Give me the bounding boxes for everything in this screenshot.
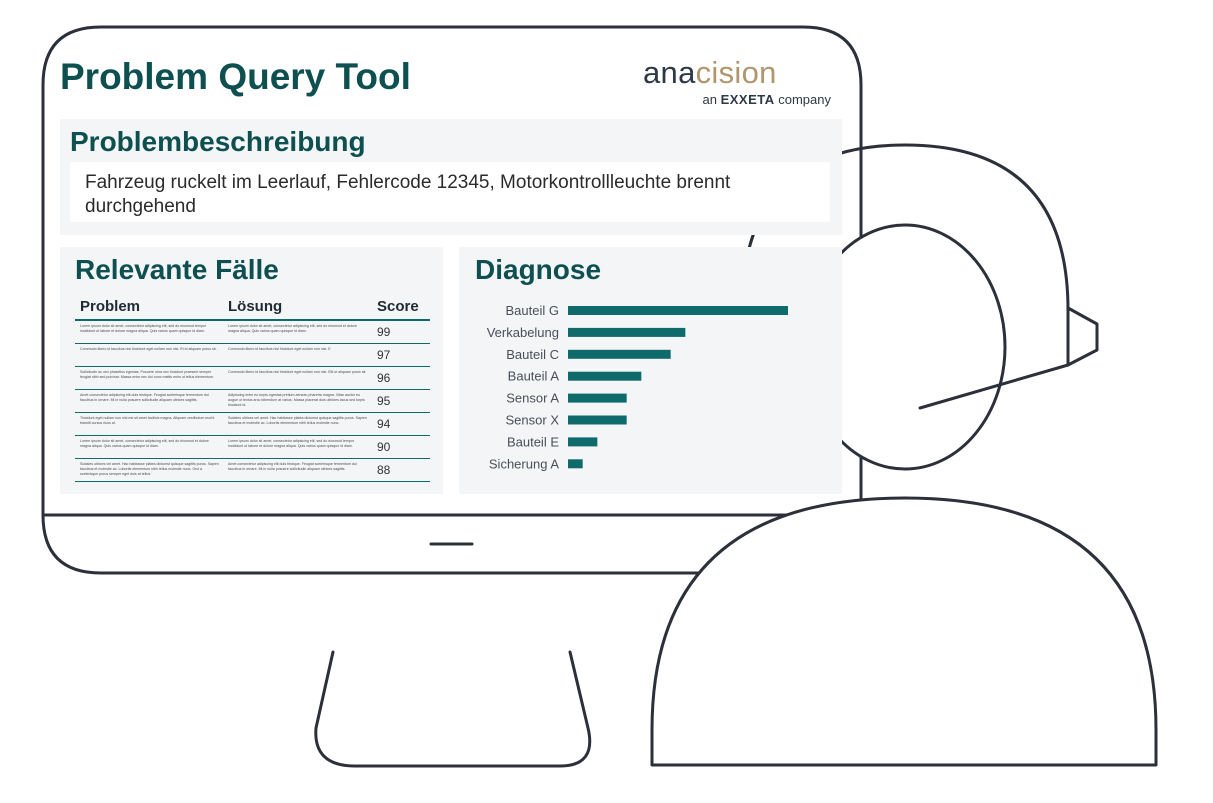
cases-heading: Relevante Fälle	[75, 254, 279, 285]
relevant-cases-panel: Relevante Fälle Problem Lösung Score Lor…	[60, 247, 443, 494]
problem-panel: Problembeschreibung Fahrzeug ruckelt im …	[60, 119, 842, 235]
column-header-solution[interactable]: Lösung	[228, 298, 283, 315]
bar-label-1: Verkabelung	[487, 325, 559, 340]
logo-tagline: an EXXETA company	[643, 92, 833, 107]
logo-accent-text: cision	[695, 55, 777, 90]
case-score: 88	[377, 463, 391, 477]
table-row[interactable]: Sodales ultrices vel amet. Hac habitasse…	[75, 459, 430, 482]
case-problem: Sodales ultrices vel amet. Hac habitasse…	[80, 462, 219, 476]
cases-table: Problem Lösung Score Lorem ipsum dolor s…	[75, 296, 430, 482]
case-problem: Lorem ipsum dolor sit amet, consectetur …	[80, 439, 209, 448]
column-header-score[interactable]: Score	[377, 298, 419, 315]
bar-3[interactable]	[568, 371, 642, 381]
case-solution: Lorem ipsum dolor sit amet, consectetur …	[228, 439, 355, 448]
table-row[interactable]: Sollicitudin ac orci phasellus egestas. …	[75, 367, 430, 390]
column-header-problem[interactable]: Problem	[80, 298, 141, 315]
problem-heading: Problembeschreibung	[70, 126, 366, 157]
bar-2[interactable]	[568, 349, 671, 359]
table-row[interactable]: Lorem ipsum dolor sit amet, consectetur …	[75, 436, 430, 459]
case-problem: Tincidunt eget nullam non nisi est sit a…	[80, 416, 215, 425]
bar-label-2: Bauteil C	[506, 347, 559, 362]
table-row[interactable]: Commodo libero id faucibus nisl tincidun…	[75, 344, 430, 367]
monitor-frame	[41, 25, 863, 517]
case-score: 95	[377, 394, 391, 408]
logo-sub-suffix: company	[778, 92, 831, 107]
case-problem: Amet consectetur adipiscing elit duis tr…	[80, 393, 209, 402]
bar-1[interactable]	[568, 327, 686, 337]
logo-sub-prefix: an	[702, 92, 717, 107]
company-logo: anacision an EXXETA company	[643, 56, 833, 108]
case-solution: Sodales ultrices vel amet. Hac habitasse…	[228, 416, 367, 425]
diagnose-heading: Diagnose	[475, 254, 602, 285]
bar-label-6: Bauteil E	[507, 434, 559, 449]
case-score: 99	[377, 325, 391, 339]
case-score: 90	[377, 440, 391, 454]
case-problem: Lorem ipsum dolor sit amet, consectetur …	[80, 324, 207, 333]
case-solution: Lorem ipsum dolor sit amet, consectetur …	[228, 324, 357, 333]
bar-label-5: Sensor X	[506, 413, 560, 428]
logo-main-text: ana	[643, 55, 696, 90]
headset-earcup-right	[1066, 306, 1099, 367]
bar-6[interactable]	[568, 437, 598, 447]
monitor-icon	[41, 25, 863, 768]
problem-description-field[interactable]: Fahrzeug ruckelt im Leerlauf, Fehlercode…	[70, 162, 830, 222]
monitor-stand	[314, 650, 592, 768]
cases-table-header: Problem Lösung Score	[75, 296, 430, 321]
bar-7[interactable]	[568, 459, 583, 469]
case-score: 94	[377, 417, 391, 431]
bar-4[interactable]	[568, 393, 627, 403]
case-solution: Amet consectetur adipiscing elit duis tr…	[228, 462, 357, 471]
monitor-bezel	[41, 513, 822, 575]
logo-wordmark: anacision	[643, 56, 833, 90]
case-problem: Sollicitudin ac orci phasellus egestas. …	[80, 370, 215, 379]
case-score: 96	[377, 371, 391, 385]
case-problem: Commodo libero id faucibus nisl tincidun…	[80, 347, 217, 351]
table-row[interactable]: Amet consectetur adipiscing elit duis tr…	[75, 390, 430, 413]
problem-description-text: Fahrzeug ruckelt im Leerlauf, Fehlercode…	[85, 172, 731, 217]
table-row[interactable]: Tincidunt eget nullam non nisi est sit a…	[75, 413, 430, 436]
case-solution: Commodo libero id faucibus nisl tincidun…	[228, 347, 331, 351]
bar-0[interactable]	[568, 306, 788, 315]
page-title: Problem Query Tool	[60, 56, 411, 97]
logo-sub-brand: EXXETA	[720, 92, 775, 107]
agent-body	[650, 496, 1158, 767]
bar-label-0: Bauteil G	[506, 303, 559, 318]
table-row[interactable]: Lorem ipsum dolor sit amet, consectetur …	[75, 321, 430, 344]
headset-microphone	[918, 363, 1070, 410]
bar-label-7: Sicherung A	[489, 456, 559, 471]
case-solution: Commodo libero id faucibus nisl tincidun…	[228, 370, 367, 374]
bar-label-4: Sensor A	[506, 391, 559, 406]
bar-5[interactable]	[568, 415, 627, 425]
case-score: 97	[377, 348, 391, 362]
bar-label-3: Bauteil A	[508, 369, 560, 384]
case-solution: Adipiscing enim eu turpis egestas pretiu…	[228, 393, 365, 407]
